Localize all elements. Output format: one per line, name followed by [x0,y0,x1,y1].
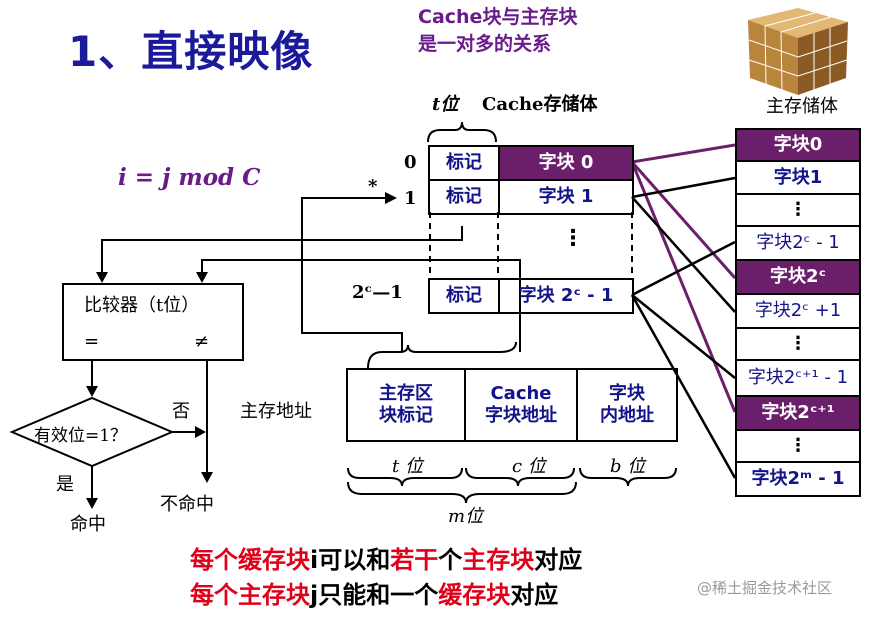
mem-block-2c: 字块2ᶜ [735,259,861,295]
cache-block-0: 字块 0 [498,145,634,181]
bits-c: c 位 [512,456,546,477]
subtitle: Cache块与主存块 是一对多的关系 [418,4,577,58]
cache-block-last: 字块 2ᶜ - 1 [498,278,634,314]
cube-logo-icon [748,8,848,95]
subtitle-line-1: Cache块与主存块 [418,6,578,28]
cache-index-0: 0 [404,152,417,173]
mem-block-2c1-minus-1: 字块2ᶜ⁺¹ - 1 [735,359,861,397]
address-label: 主存地址 [240,401,312,422]
bits-m: m位 [448,506,484,527]
subtitle-line-2: 是一对多的关系 [418,33,552,55]
comparator-box [62,283,244,361]
bottom-line-2: 每个主存块j只能和一个缓存块对应 [190,581,559,609]
mem-block-0: 字块0 [735,128,861,162]
cache-ellipsis: ⋮ [562,226,584,251]
cache-block-1: 字块 1 [498,179,634,215]
page-title: 1、直接映像 [68,27,314,76]
valid-bit-question: 有效位=1？ [34,426,128,446]
cache-index-1: 1 [404,188,417,209]
cache-selector-star: * [368,176,378,197]
miss-label: 不命中 [160,494,214,515]
branch-no-label: 否 [172,401,190,422]
comparator-equal: = [84,331,100,352]
cache-header: Cache存储体 [482,94,598,115]
address-field-offset: 字块 内地址 [576,368,678,442]
mem-ellipsis-2: ⋮ [735,327,861,361]
mem-ellipsis-1: ⋮ [735,193,861,227]
mapping-formula: i = j mod C [118,164,261,191]
mem-block-2c-1: 字块2ᶜ - 1 [735,225,861,261]
watermark: @稀土掘金技术社区 [697,579,833,597]
mem-block-2c1: 字块2ᶜ⁺¹ [735,395,861,431]
address-field-cache-block: Cache 字块地址 [464,368,578,442]
comparator-label: 比较器（t位） [84,295,200,316]
branch-yes-label: 是 [56,474,74,495]
cache-tag-1: 标记 [428,179,500,215]
mem-block-2c-plus-1: 字块2ᶜ +1 [735,293,861,329]
bits-t: t 位 [392,456,423,477]
cache-tag-0: 标记 [428,145,500,181]
mem-block-1: 字块1 [735,160,861,195]
bits-b: b 位 [610,456,646,477]
address-field-tag: 主存区 块标记 [346,368,466,442]
cache-t-bits-label: t位 [432,94,459,115]
bottom-line-1: 每个缓存块i可以和若干个主存块对应 [190,546,583,574]
cache-tag-last: 标记 [428,278,500,314]
mem-ellipsis-3: ⋮ [735,429,861,463]
mem-block-2m-minus-1: 字块2ᵐ - 1 [735,461,861,497]
main-memory-header: 主存储体 [766,96,838,117]
cache-index-last: 2ᶜ—1 [352,282,403,303]
comparator-not-equal: ≠ [194,331,210,352]
hit-label: 命中 [70,514,106,535]
